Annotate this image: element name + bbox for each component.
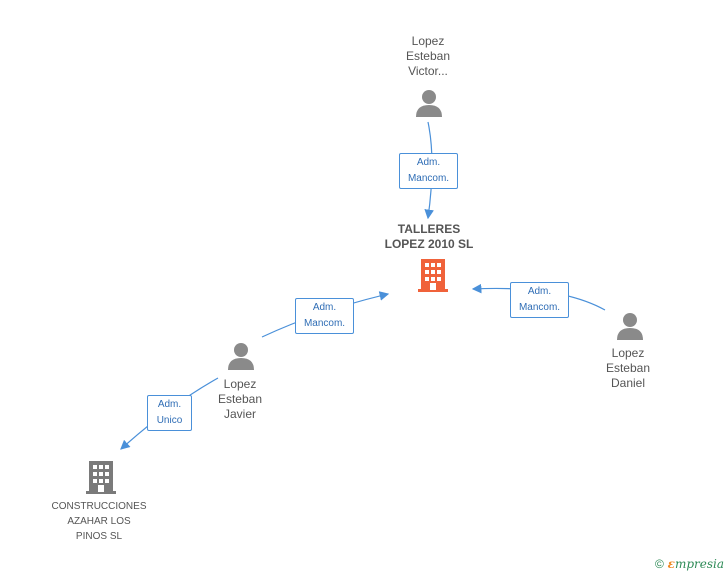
empresia-logo: © εmpresia [655, 557, 724, 571]
company-label-talleres[interactable]: TALLERES LOPEZ 2010 SL [384, 222, 474, 251]
person-label-javier[interactable]: Lopez Esteban Javier [217, 377, 263, 421]
person-label-victor[interactable]: Lopez Esteban Victor... [405, 34, 451, 78]
person-label-daniel[interactable]: Lopez Esteban Daniel [605, 346, 651, 390]
brand-name: mpresia [674, 557, 724, 571]
relation-label-javier-construcciones[interactable]: Adm. Unico [147, 395, 192, 431]
relation-label-javier-talleres[interactable]: Adm. Mancom. [295, 298, 354, 334]
relation-label-victor-talleres[interactable]: Adm. Mancom. [399, 153, 458, 189]
brand-e: ε [667, 557, 675, 571]
building-icon[interactable] [86, 461, 116, 494]
person-icon[interactable] [228, 343, 254, 370]
person-icon[interactable] [416, 90, 442, 117]
company-label-construcciones[interactable]: CONSTRUCCIONES AZAHAR LOS PINOS SL [51, 501, 147, 542]
copyright-symbol: © [654, 557, 664, 571]
person-icon[interactable] [617, 313, 643, 340]
relation-label-daniel-talleres[interactable]: Adm. Mancom. [510, 282, 569, 318]
building-icon[interactable] [418, 259, 448, 292]
